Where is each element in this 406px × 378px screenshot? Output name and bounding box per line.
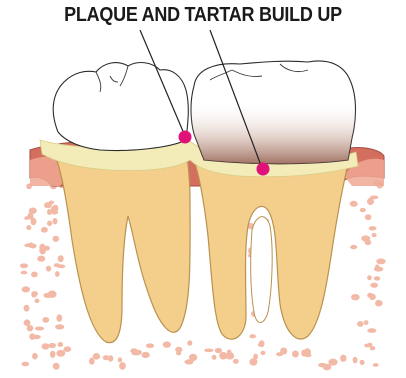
- bone-speckle: [35, 299, 40, 303]
- bone-speckle: [39, 244, 45, 252]
- bone-speckle: [24, 216, 29, 220]
- bone-speckle: [22, 362, 30, 367]
- bone-speckle: [53, 363, 60, 370]
- bone-speckle: [53, 236, 60, 242]
- bone-speckle: [22, 286, 30, 292]
- bone-speckle: [369, 226, 377, 230]
- bone-speckle: [374, 267, 383, 272]
- bone-speckle: [318, 363, 326, 367]
- bone-speckle: [47, 221, 52, 227]
- bone-speckle: [21, 271, 28, 275]
- bone-speckle: [55, 324, 64, 329]
- bone-speckle: [42, 317, 49, 323]
- bone-speckle: [189, 354, 197, 361]
- bone-speckle: [249, 334, 256, 338]
- bone-speckle: [136, 350, 141, 355]
- bone-speckle: [360, 360, 365, 365]
- bone-speckle: [49, 344, 54, 348]
- right-tooth-gumline-marker: [257, 163, 270, 176]
- bone-speckle: [142, 352, 150, 358]
- bone-speckle: [351, 294, 360, 300]
- bone-speckle: [176, 351, 181, 355]
- bone-speckle: [43, 293, 52, 298]
- bone-speckle: [258, 343, 264, 347]
- bone-speckle: [340, 355, 346, 362]
- bone-speckle: [376, 258, 385, 264]
- bone-speckle: [56, 350, 65, 357]
- bone-speckle: [31, 218, 37, 225]
- bone-speckle: [369, 294, 376, 300]
- bone-speckle: [35, 327, 45, 331]
- bone-speckle: [364, 320, 369, 325]
- bone-speckle: [353, 357, 358, 364]
- bone-speckle: [58, 255, 64, 262]
- bone-speckle: [103, 355, 109, 360]
- bone-speckle: [29, 333, 35, 340]
- bone-speckle: [276, 352, 283, 356]
- bone-speckle: [350, 245, 357, 249]
- bone-speckle: [49, 201, 54, 205]
- bone-speckle: [372, 233, 377, 237]
- bone-speckle: [31, 272, 38, 278]
- left-tooth-crown: [53, 63, 188, 151]
- bone-speckle: [374, 276, 380, 280]
- bone-speckle: [46, 266, 51, 272]
- root-furcation: [251, 217, 272, 323]
- bone-speckle: [215, 348, 222, 353]
- bone-speckle: [219, 352, 227, 360]
- bone-speckle: [118, 357, 122, 362]
- bone-speckle: [53, 218, 58, 224]
- bone-speckle: [89, 358, 95, 365]
- bone-speckle: [37, 256, 45, 262]
- bone-speckle: [375, 300, 383, 307]
- bone-speckle: [253, 354, 258, 360]
- bone-speckle: [163, 341, 171, 347]
- bone-speckle: [350, 201, 358, 207]
- bone-speckle: [261, 351, 266, 355]
- bone-speckle: [28, 242, 33, 248]
- bone-speckle: [41, 227, 48, 233]
- bone-speckle: [63, 346, 71, 352]
- bone-speckle: [301, 350, 306, 357]
- bone-speckle: [233, 359, 239, 364]
- bone-speckle: [146, 343, 154, 348]
- bone-speckle: [42, 343, 50, 349]
- bone-speckle: [47, 209, 52, 215]
- bone-speckle: [370, 346, 376, 350]
- bone-speckle: [55, 271, 60, 277]
- bone-speckle: [31, 293, 36, 298]
- bone-speckle: [27, 325, 34, 331]
- bone-speckle: [204, 349, 213, 353]
- bone-speckle: [365, 214, 372, 220]
- bone-speckle: [292, 351, 299, 358]
- bone-speckle: [370, 283, 378, 288]
- bone-speckle: [357, 321, 363, 327]
- bone-speckle: [54, 263, 60, 267]
- bone-speckle: [367, 275, 372, 280]
- bone-speckle: [32, 353, 38, 360]
- tartar-shading: [190, 100, 360, 164]
- bone-speckle: [364, 344, 371, 348]
- bone-speckle: [20, 263, 28, 268]
- bone-speckle: [361, 235, 370, 241]
- bone-speckle: [212, 355, 217, 360]
- bone-speckle: [56, 314, 62, 321]
- bone-speckle: [50, 351, 56, 358]
- bone-speckle: [58, 342, 64, 347]
- bone-speckle: [367, 198, 374, 205]
- bone-speckle: [373, 363, 379, 367]
- bone-speckle: [360, 208, 366, 212]
- bone-speckle: [26, 225, 31, 230]
- left-tooth-gumline-marker: [179, 131, 192, 144]
- bone-speckle: [24, 305, 30, 312]
- bone-speckle: [187, 340, 192, 346]
- bone-speckle: [51, 206, 56, 211]
- bone-speckle: [119, 362, 126, 370]
- bone-speckle: [93, 353, 100, 360]
- bone-speckle: [24, 319, 31, 326]
- bone-speckle: [367, 328, 376, 333]
